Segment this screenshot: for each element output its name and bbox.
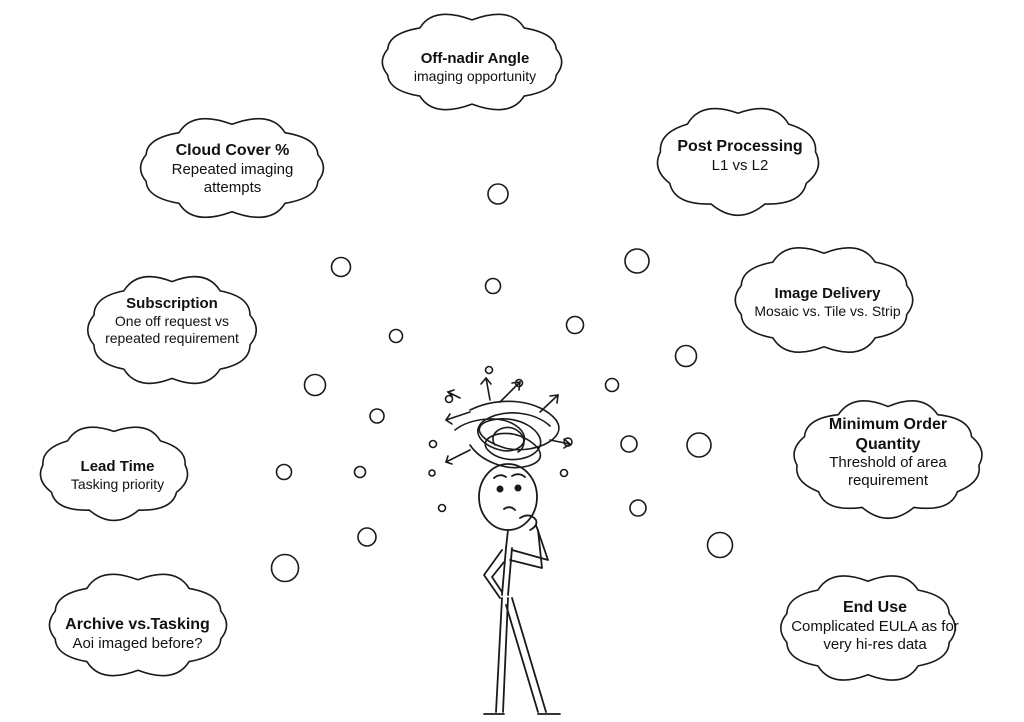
confused-stick-figure xyxy=(478,463,561,715)
figure-neck xyxy=(505,529,509,549)
figure-left-arm xyxy=(483,549,503,599)
thought-bubble xyxy=(357,527,377,547)
figure-left-leg xyxy=(495,597,503,713)
cloud-shape-image-delivery xyxy=(734,246,914,354)
cloud-subtitle: One off request vs repeated requirement xyxy=(105,313,239,347)
thought-bubble xyxy=(565,315,585,335)
thought-bubble xyxy=(330,256,352,278)
cloud-shape-end-use xyxy=(780,575,956,681)
cloud-title: Minimum Order Quantity xyxy=(828,416,948,453)
thought-bubble xyxy=(437,503,447,513)
cloud-title: Archive vs.Tasking xyxy=(65,616,210,633)
cloud-subtitle: imaging opportunity xyxy=(413,68,537,85)
thought-bubble xyxy=(487,183,509,205)
thought-bubble xyxy=(275,463,293,481)
figure-hand xyxy=(519,514,538,531)
cloud-subtitle: Mosaic vs. Tile vs. Strip xyxy=(754,303,901,320)
thought-bubble xyxy=(559,468,569,478)
figure-right-eye xyxy=(514,484,522,492)
figure-mouth xyxy=(503,506,516,511)
cloud-subtitle: L1 vs L2 xyxy=(711,156,769,174)
cloud-subtitle: Threshold of area requirement xyxy=(829,454,947,490)
cloud-minimum-order-quantity: Minimum Order Quantity Threshold of area… xyxy=(808,415,968,491)
thought-bubble xyxy=(353,465,367,479)
cloud-post-processing: Post Processing L1 vs L2 xyxy=(660,137,820,175)
figure-right-leg-inner xyxy=(505,604,539,713)
cloud-shape-minimum-order-quantity xyxy=(793,400,983,520)
cloud-title: Post Processing xyxy=(677,138,803,155)
figure-head xyxy=(478,463,538,531)
figure-left-eyebrow xyxy=(493,474,507,479)
figure-left-eye xyxy=(496,485,504,493)
figure-torso xyxy=(501,547,507,596)
cloud-shape-cloud-cover xyxy=(139,117,325,219)
cloud-title: End Use xyxy=(842,599,907,616)
thought-bubble xyxy=(388,328,404,344)
thought-bubble xyxy=(428,439,438,449)
thought-bubble xyxy=(484,277,502,295)
figure-left-leg-inner xyxy=(502,597,509,713)
thought-bubble xyxy=(270,553,300,583)
cloud-title: Lead Time xyxy=(80,458,155,475)
cloud-off-nadir-angle: Off-nadir Angle imaging opportunity xyxy=(380,50,570,85)
cloud-shape-post-processing xyxy=(656,107,820,216)
cloud-shape-archive-vs-tasking xyxy=(48,573,228,677)
cloud-subtitle: Repeated imaging attempts xyxy=(171,160,294,196)
figure-left-arm-inner xyxy=(491,561,505,593)
thought-bubble xyxy=(369,408,385,424)
thought-bubble xyxy=(629,499,647,517)
thought-bubble xyxy=(428,469,436,477)
figure-right-leg xyxy=(511,597,547,713)
cloud-subtitle: Complicated EULA as for very hi-res data xyxy=(791,617,959,653)
tangled-thought-scribble xyxy=(444,376,572,469)
figure-torso-right xyxy=(507,547,513,596)
cloud-subtitle: Tasking priority xyxy=(70,476,165,493)
cloud-title: Image Delivery xyxy=(774,285,881,302)
cloud-title: Off-nadir Angle xyxy=(420,50,530,67)
thought-bubble xyxy=(303,373,327,397)
thought-bubble xyxy=(620,435,638,453)
cloud-end-use: End Use Complicated EULA as for very hi-… xyxy=(785,598,965,654)
thought-bubble xyxy=(686,432,712,458)
cloud-subscription: Subscription One off request vs repeated… xyxy=(92,295,252,347)
cloud-shape-lead-time xyxy=(39,426,189,522)
figure-right-arm xyxy=(511,524,549,561)
thought-bubble xyxy=(444,394,454,404)
thought-bubble xyxy=(706,531,734,559)
cloud-shape-off-nadir-angle xyxy=(381,13,563,111)
cloud-title: Cloud Cover % xyxy=(175,142,290,159)
thought-bubble xyxy=(604,377,620,393)
cloud-lead-time: Lead Time Tasking priority xyxy=(45,458,190,493)
thought-bubble xyxy=(624,248,650,274)
thought-bubble xyxy=(484,365,494,375)
cloud-cloud-cover: Cloud Cover % Repeated imaging attempts xyxy=(155,141,310,197)
figure-right-eyebrow xyxy=(511,473,526,478)
cloud-title: Subscription xyxy=(126,295,218,312)
cloud-archive-vs-tasking: Archive vs.Tasking Aoi imaged before? xyxy=(50,615,225,653)
cloud-subtitle: Aoi imaged before? xyxy=(72,634,203,652)
figure-right-arm-inner xyxy=(509,529,543,569)
cloud-shape-subscription xyxy=(86,275,258,385)
cloud-image-delivery: Image Delivery Mosaic vs. Tile vs. Strip xyxy=(740,285,915,320)
thought-bubble xyxy=(674,344,698,368)
